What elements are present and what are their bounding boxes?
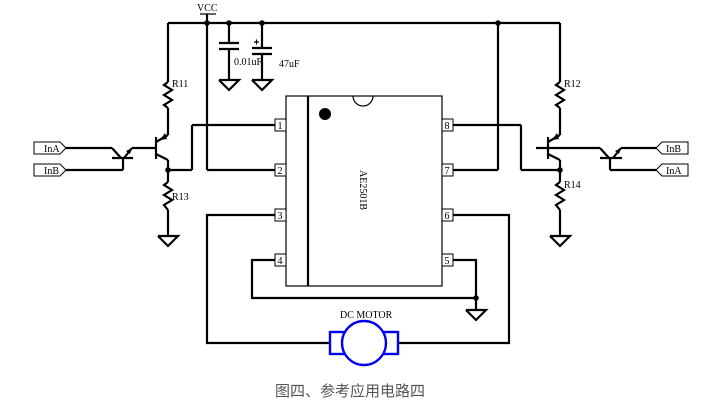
input-tag-right-inb[interactable]: InB (655, 141, 689, 155)
resistor-r13-label: R13 (172, 192, 189, 203)
dc-motor: DC MOTOR (328, 310, 400, 367)
resistor-r12-label: R12 (564, 79, 581, 90)
svg-text:4: 4 (278, 256, 283, 267)
svg-text:3: 3 (278, 211, 283, 222)
vcc-rail: VCC (168, 3, 560, 170)
ic-pin-4: 4 (274, 253, 287, 267)
resistor-r14-label: R14 (564, 180, 581, 191)
input-tag-left-ina[interactable]: InA (33, 141, 67, 155)
resistor-r13 (161, 181, 175, 211)
input-tag-left-inb[interactable]: InB (33, 163, 67, 177)
ic-ae2501b: AE2501B 1 2 3 4 8 7 6 (274, 95, 454, 287)
svg-text:2: 2 (278, 166, 283, 177)
capacitor-c1-label: 0.01uF (234, 57, 263, 68)
ic-pin-6: 6 (441, 208, 454, 222)
capacitor-c1: 0.01uF (218, 20, 263, 92)
svg-text:InA: InA (666, 166, 682, 177)
capacitor-c2-label: 47uF (279, 59, 300, 70)
motor-wiring (205, 213, 511, 345)
svg-text:InB: InB (666, 144, 681, 155)
resistor-r11 (161, 81, 175, 109)
svg-text:5: 5 (445, 256, 450, 267)
svg-text:1: 1 (278, 121, 283, 132)
ic-pin-7: 7 (441, 163, 454, 177)
figure-caption: 图四、参考应用电路四 (275, 382, 425, 400)
resistor-r14 (553, 181, 567, 211)
capacitor-c2: 47uF (251, 20, 300, 92)
motor-label: DC MOTOR (340, 310, 393, 321)
ic-pin-5: 5 (441, 253, 454, 267)
ic-pin-1: 1 (274, 118, 287, 132)
ic-pin-8: 8 (441, 118, 454, 132)
ic-name: AE2501B (357, 170, 368, 210)
input-tag-right-ina[interactable]: InA (655, 163, 689, 177)
resistor-r12 (553, 81, 567, 109)
vcc-label: VCC (197, 3, 218, 14)
svg-text:8: 8 (445, 121, 450, 132)
svg-text:7: 7 (445, 166, 450, 177)
right-driver: R12 R14 InB InA (453, 20, 689, 248)
left-driver: R11 R13 InA InB (33, 23, 275, 248)
svg-text:InA: InA (44, 144, 60, 155)
resistor-r11-label: R11 (172, 79, 188, 90)
ic-pin-3: 3 (274, 208, 287, 222)
ic-pin-2: 2 (274, 163, 287, 177)
svg-text:6: 6 (445, 211, 450, 222)
pin1-marker (319, 108, 331, 120)
svg-text:InB: InB (44, 166, 59, 177)
